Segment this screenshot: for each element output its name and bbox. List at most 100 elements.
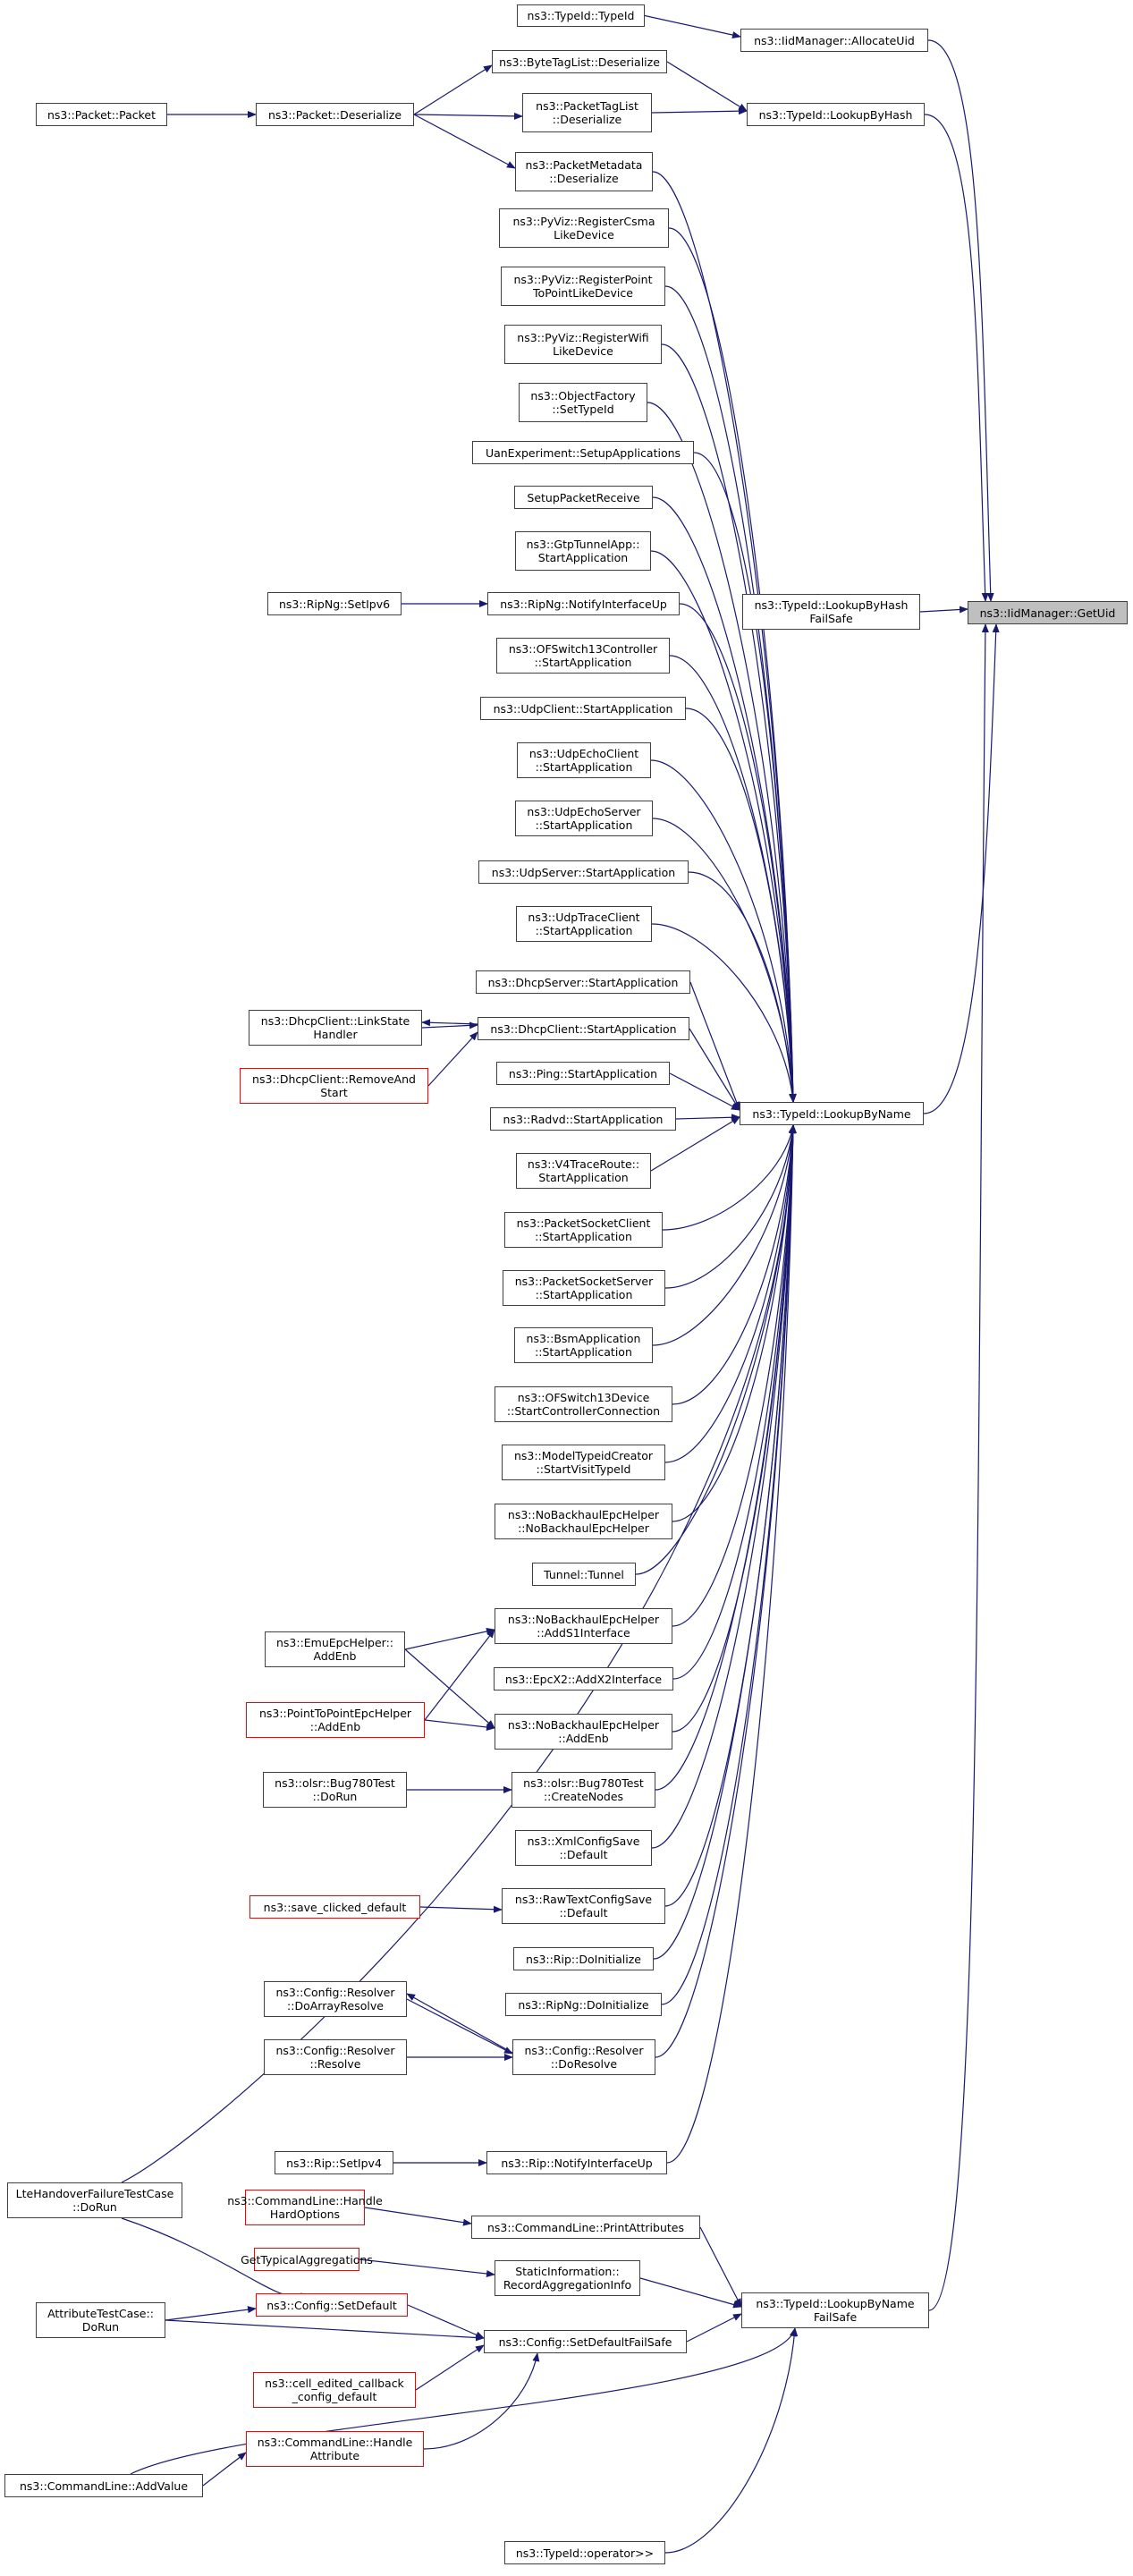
node-dhcpclient-remove[interactable]: ns3::DhcpClient::RemoveAnd Start bbox=[240, 1068, 428, 1104]
edge-typeid-typeid-to-allocateuid bbox=[644, 14, 741, 38]
node-xmlconfig[interactable]: ns3::XmlConfigSave ::Default bbox=[515, 1830, 652, 1866]
edge-typicalagg-to-staticinfo bbox=[359, 2258, 495, 2277]
node-bug780-create[interactable]: ns3::olsr::Bug780Test ::CreateNodes bbox=[512, 1772, 655, 1808]
node-handleattribute[interactable]: ns3::CommandLine::Handle Attribute bbox=[246, 2431, 424, 2467]
edge-ping-to-lookupbyname bbox=[669, 1072, 740, 1111]
node-save-clicked[interactable]: ns3::save_clicked_default bbox=[249, 1895, 420, 1919]
edge-attributetest-to-setdefault bbox=[165, 2306, 257, 2321]
edge-gtptunnel-to-lookupbyname bbox=[650, 550, 797, 1103]
edge-staticinfo-to-lookupbynamefailsafe bbox=[639, 2277, 742, 2309]
edge-bsm-to-lookupbyname bbox=[652, 1124, 797, 1346]
edge-attributetest-to-setdefaultfailsafe bbox=[165, 2319, 485, 2342]
edge-ofswitch-dev-to-lookupbyname bbox=[672, 1124, 797, 1405]
node-objectfactory[interactable]: ns3::ObjectFactory ::SetTypeId bbox=[519, 383, 647, 422]
node-typeid-typeid[interactable]: ns3::TypeId::TypeId bbox=[517, 4, 645, 27]
edge-doresolve-to-lookupbyname bbox=[655, 1124, 797, 2058]
edge-packettaglist-to-lookupbyhash bbox=[651, 107, 748, 115]
node-nobackhaul-addenb[interactable]: ns3::NoBackhaulEpcHelper ::AddEnb bbox=[495, 1714, 672, 1750]
node-rawtextconfig[interactable]: ns3::RawTextConfigSave ::Default bbox=[502, 1888, 665, 1924]
node-resolve[interactable]: ns3::Config::Resolver ::Resolve bbox=[264, 2039, 407, 2075]
edge-dhcpclient-start-to-lookupbyname bbox=[689, 1028, 740, 1111]
edge-lookupbyname-to-getuid bbox=[923, 623, 1000, 1114]
edge-addvalue-to-lookupbynamefailsafe bbox=[130, 2327, 797, 2475]
node-nobackhaul-ctor[interactable]: ns3::NoBackhaulEpcHelper ::NoBackhaulEpc… bbox=[495, 1504, 672, 1539]
node-lookupbyhashfailsafe[interactable]: ns3::TypeId::LookupByHash FailSafe bbox=[742, 594, 920, 630]
edge-hardoptions-to-printattributes bbox=[364, 2207, 472, 2226]
node-ripng-notify[interactable]: ns3::RipNg::NotifyInterfaceUp bbox=[487, 592, 680, 615]
node-setdefault[interactable]: ns3::Config::SetDefault bbox=[256, 2293, 408, 2317]
node-pktsockserver[interactable]: ns3::PacketSocketServer ::StartApplicati… bbox=[503, 1270, 665, 1306]
node-emuepc[interactable]: ns3::EmuEpcHelper:: AddEnb bbox=[265, 1631, 405, 1667]
node-epcx2[interactable]: ns3::EpcX2::AddX2Interface bbox=[494, 1667, 673, 1690]
node-pyviz-csma[interactable]: ns3::PyViz::RegisterCsma LikeDevice bbox=[499, 208, 669, 248]
node-arrayresolve[interactable]: ns3::Config::Resolver ::DoArrayResolve bbox=[264, 1981, 407, 2017]
node-dhcpclient-start[interactable]: ns3::DhcpClient::StartApplication bbox=[478, 1017, 689, 1040]
node-udpclient[interactable]: ns3::UdpClient::StartApplication bbox=[480, 697, 686, 720]
edge-bug780-create-to-lookupbyname bbox=[655, 1124, 797, 1791]
node-ofswitch-dev[interactable]: ns3::OFSwitch13Device ::StartControllerC… bbox=[495, 1386, 672, 1422]
node-rip-doinit[interactable]: ns3::Rip::DoInitialize bbox=[513, 1947, 654, 1970]
node-tunnel[interactable]: Tunnel::Tunnel bbox=[532, 1563, 636, 1586]
edge-setuppacketreceive-to-lookupbyname bbox=[652, 496, 797, 1103]
node-setuppacketreceive[interactable]: SetupPacketReceive bbox=[514, 486, 653, 509]
node-lookupbyhash[interactable]: ns3::TypeId::LookupByHash bbox=[747, 103, 925, 126]
node-uanexp[interactable]: UanExperiment::SetupApplications bbox=[472, 441, 694, 464]
node-rip-setipv4[interactable]: ns3::Rip::SetIpv4 bbox=[275, 2151, 393, 2174]
edge-radvd-to-lookupbyname bbox=[675, 1114, 740, 1122]
node-udpechoclient[interactable]: ns3::UdpEchoClient ::StartApplication bbox=[517, 742, 651, 778]
node-setdefaultfailsafe[interactable]: ns3::Config::SetDefaultFailSafe bbox=[484, 2330, 687, 2353]
node-v4traceroute[interactable]: ns3::V4TraceRoute:: StartApplication bbox=[516, 1153, 651, 1189]
node-operator[interactable]: ns3::TypeId::operator>> bbox=[504, 2541, 665, 2564]
node-ofswitch-ctrl[interactable]: ns3::OFSwitch13Controller ::StartApplica… bbox=[496, 638, 670, 674]
node-ripng-doinit[interactable]: ns3::RipNg::DoInitialize bbox=[505, 1993, 662, 2016]
node-bsm[interactable]: ns3::BsmApplication ::StartApplication bbox=[514, 1327, 653, 1363]
node-packet-packet[interactable]: ns3::Packet::Packet bbox=[36, 103, 167, 126]
node-pyviz-p2p[interactable]: ns3::PyViz::RegisterPoint ToPointLikeDev… bbox=[501, 267, 665, 306]
node-allocateuid[interactable]: ns3::IidManager::AllocateUid bbox=[740, 29, 928, 52]
edge-udpechoclient-to-lookupbyname bbox=[650, 759, 797, 1103]
node-bug780-dorun[interactable]: ns3::olsr::Bug780Test ::DoRun bbox=[263, 1772, 407, 1808]
node-packetmetadata[interactable]: ns3::PacketMetadata ::Deserialize bbox=[515, 152, 653, 191]
edge-printattributes-to-lookupbynamefailsafe bbox=[699, 2226, 742, 2308]
node-dhcpclient-link[interactable]: ns3::DhcpClient::LinkState Handler bbox=[249, 1010, 422, 1046]
node-udptraceclient[interactable]: ns3::UdpTraceClient ::StartApplication bbox=[516, 906, 652, 942]
edge-udpserver-to-lookupbyname bbox=[688, 871, 797, 1103]
node-bytetaglist[interactable]: ns3::ByteTagList::Deserialize bbox=[492, 50, 667, 73]
node-udpechoserver[interactable]: ns3::UdpEchoServer ::StartApplication bbox=[515, 801, 653, 836]
node-dhcpserver[interactable]: ns3::DhcpServer::StartApplication bbox=[476, 970, 690, 994]
node-attributetest[interactable]: AttributeTestCase:: DoRun bbox=[36, 2302, 165, 2338]
node-celledited[interactable]: ns3::cell_edited_callback _config_defaul… bbox=[253, 2372, 416, 2408]
node-staticinfo[interactable]: StaticInformation:: RecordAggregationInf… bbox=[495, 2260, 640, 2296]
node-hardoptions[interactable]: ns3::CommandLine::Handle HardOptions bbox=[227, 2190, 383, 2225]
node-packet-deser[interactable]: ns3::Packet::Deserialize bbox=[256, 103, 414, 126]
node-pktsockclient[interactable]: ns3::PacketSocketClient ::StartApplicati… bbox=[504, 1212, 663, 1248]
node-rip-notify[interactable]: ns3::Rip::NotifyInterfaceUp bbox=[486, 2151, 667, 2174]
node-printattributes[interactable]: ns3::CommandLine::PrintAttributes bbox=[471, 2216, 700, 2239]
node-ltehandover[interactable]: LteHandoverFailureTestCase ::DoRun bbox=[7, 2182, 182, 2218]
node-lookupbynamefailsafe[interactable]: ns3::TypeId::LookupByName FailSafe bbox=[741, 2292, 929, 2328]
node-ping[interactable]: ns3::Ping::StartApplication bbox=[496, 1062, 670, 1085]
node-nobackhaul-s1[interactable]: ns3::NoBackhaulEpcHelper ::AddS1Interfac… bbox=[495, 1608, 672, 1644]
node-gtptunnel[interactable]: ns3::GtpTunnelApp:: StartApplication bbox=[515, 531, 651, 571]
node-pyviz-wifi[interactable]: ns3::PyViz::RegisterWifi LikeDevice bbox=[504, 325, 662, 364]
node-packettaglist[interactable]: ns3::PacketTagList ::Deserialize bbox=[522, 93, 652, 132]
edge-emuepc-to-nobackhaul-s1 bbox=[404, 1628, 495, 1650]
node-typicalagg[interactable]: GetTypicalAggregations bbox=[241, 2248, 373, 2271]
edge-pktsockserver-to-lookupbyname bbox=[664, 1124, 796, 1289]
node-lookupbyname[interactable]: ns3::TypeId::LookupByName bbox=[740, 1102, 924, 1125]
node-radvd[interactable]: ns3::Radvd::StartApplication bbox=[490, 1107, 676, 1131]
node-p2pepc[interactable]: ns3::PointToPointEpcHelper ::AddEnb bbox=[246, 1702, 425, 1738]
edge-dhcpclient-start-to-dhcpclient-link bbox=[421, 1019, 478, 1027]
node-ripng-setipv6[interactable]: ns3::RipNg::SetIpv6 bbox=[267, 592, 402, 615]
node-udpserver[interactable]: ns3::UdpServer::StartApplication bbox=[478, 860, 689, 884]
edge-celledited-to-setdefaultfailsafe bbox=[415, 2344, 485, 2391]
node-doresolve[interactable]: ns3::Config::Resolver ::DoResolve bbox=[512, 2039, 655, 2075]
edge-ltehandover-to-lookupbyname bbox=[121, 1124, 797, 2183]
edge-doresolve-to-arrayresolve bbox=[406, 1993, 513, 2054]
edge-xmlconfig-to-lookupbyname bbox=[651, 1124, 797, 1849]
edge-pktsockclient-to-lookupbyname bbox=[662, 1124, 796, 1231]
edge-packet-deser-to-packettaglist bbox=[413, 112, 523, 120]
node-modeltypeid[interactable]: ns3::ModelTypeidCreator ::StartVisitType… bbox=[502, 1445, 665, 1480]
edge-addvalue-to-handleattribute bbox=[202, 2452, 247, 2487]
node-addvalue[interactable]: ns3::CommandLine::AddValue bbox=[4, 2474, 203, 2497]
